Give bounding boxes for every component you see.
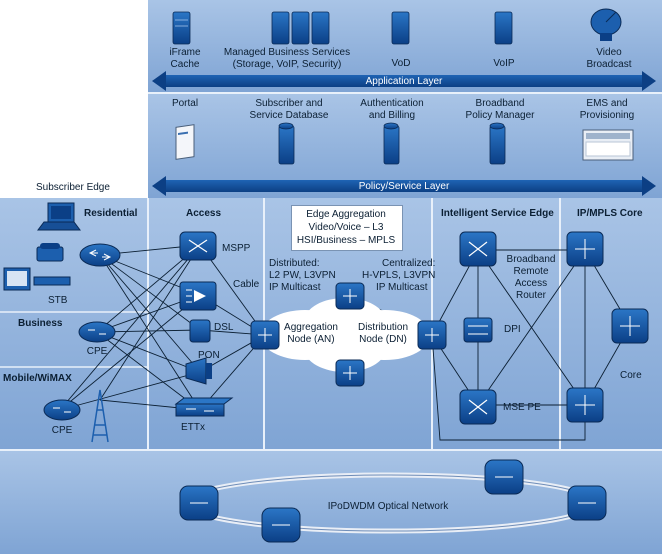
ettx-label: ETTx xyxy=(181,422,205,433)
distributed-line2: L2 PW, L3VPN xyxy=(269,270,336,281)
bras-label-1: Broadband xyxy=(506,254,556,265)
core-header: IP/MPLS Core xyxy=(577,208,643,219)
edge-aggregation-box xyxy=(291,205,403,251)
application-layer-bar xyxy=(152,71,656,91)
bras-label-3: Access xyxy=(514,278,548,289)
optical-panel xyxy=(0,450,662,554)
mspp-label: MSPP xyxy=(222,243,251,254)
centralized-line2: H-VPLS, L3VPN xyxy=(362,270,436,281)
aggregation-cloud xyxy=(260,298,430,372)
aggregation-node-label-2: Node (AN) xyxy=(287,334,335,345)
edge-aggregation-line3: HSI/Business – MPLS xyxy=(296,235,396,246)
access-header: Access xyxy=(186,208,222,219)
intelligent-edge-header: Intelligent Service Edge xyxy=(441,208,554,219)
distribution-node-label-1: Distribution xyxy=(357,322,409,333)
subscriber-edge-label: Subscriber Edge xyxy=(36,182,110,193)
mse-pe-label: MSE PE xyxy=(503,402,541,413)
centralized-line1: Centralized: xyxy=(382,258,436,269)
dsl-label: DSL xyxy=(214,322,234,333)
policy-layer-bar xyxy=(152,176,656,196)
dpi-label: DPI xyxy=(504,324,521,335)
optical-network-label: IPoDWDM Optical Network xyxy=(327,501,449,512)
mobile-cpe-label: CPE xyxy=(51,425,73,436)
distributed-line3: IP Multicast xyxy=(269,282,321,293)
aggregation-node-label-1: Aggregation xyxy=(284,322,338,333)
centralized-line3: IP Multicast xyxy=(376,282,428,293)
application-layer-label: Application Layer xyxy=(365,76,443,87)
bras-label-2: Remote xyxy=(513,266,549,277)
residential-header: Residential xyxy=(84,208,138,219)
managed-services-label: Managed Business Services(Storage, VoIP,… xyxy=(223,47,351,70)
core-label: Core xyxy=(620,370,642,381)
vod-label: VoD xyxy=(391,58,411,69)
distributed-line1: Distributed: xyxy=(269,258,320,269)
business-cpe-label: CPE xyxy=(86,346,108,357)
edge-aggregation-line2: Video/Voice – L3 xyxy=(308,222,384,233)
mobile-header: Mobile/WiMAX xyxy=(3,373,72,384)
policy-layer-label: Policy/Service Layer xyxy=(358,181,450,192)
edge-aggregation-line1: Edge Aggregation xyxy=(306,209,386,220)
distribution-node-label-2: Node (DN) xyxy=(359,334,407,345)
pon-label: PON xyxy=(198,350,220,361)
stb-label: STB xyxy=(48,295,68,306)
business-header: Business xyxy=(18,318,63,329)
portal-label: Portal xyxy=(171,98,199,109)
cable-label: Cable xyxy=(233,279,260,290)
bras-label-4: Router xyxy=(515,290,547,301)
voip-label: VoIP xyxy=(493,58,515,69)
